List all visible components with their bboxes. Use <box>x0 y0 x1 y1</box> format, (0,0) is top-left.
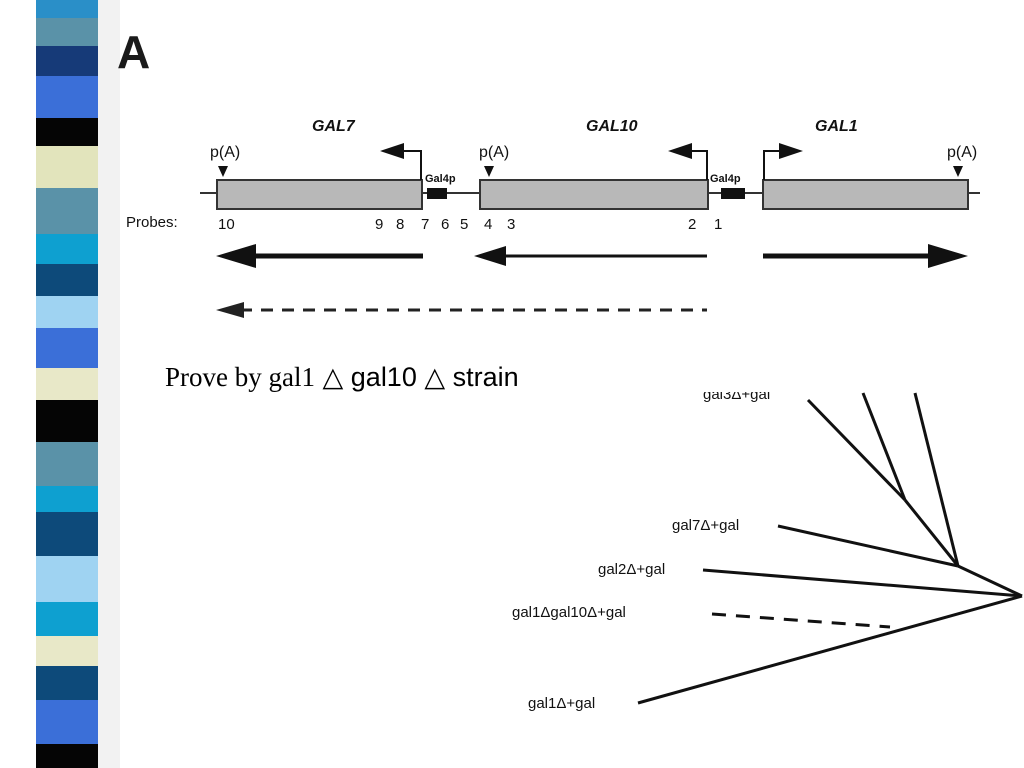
delta-symbol-2: △ <box>424 362 446 392</box>
stripe-band <box>36 700 98 744</box>
panel-letter: A <box>117 26 150 78</box>
probes-label: Probes: <box>126 214 178 231</box>
stripe-band <box>36 328 98 368</box>
gal10-transcript-arrow <box>474 246 707 266</box>
gal7-gal10-readthrough-dashed-arrow <box>216 302 707 318</box>
probe-1: 1 <box>714 216 722 233</box>
stripe-band <box>36 46 98 76</box>
delta-symbol-1: △ <box>322 362 344 392</box>
gal4p-site-left <box>427 188 447 199</box>
caption-text: Prove by gal1 △ gal10 △ strain <box>165 362 519 393</box>
decorative-stripe-border <box>0 0 120 768</box>
stripe-band <box>36 666 98 700</box>
polya-marker-gal10 <box>484 166 494 177</box>
polya-marker-gal1 <box>953 166 963 177</box>
stripe-band <box>36 264 98 296</box>
probe-4: 4 <box>484 216 492 233</box>
clustering-tree <box>637 392 1023 705</box>
probe-8: 8 <box>396 216 404 233</box>
probe-9: 9 <box>375 216 383 233</box>
stripe-band <box>36 400 98 442</box>
gal4p-label-left: Gal4p <box>425 173 456 185</box>
tree-label-top-partial: gal3Δ+gal <box>703 386 770 403</box>
stripe-band <box>36 486 98 512</box>
gal10-gene-box <box>479 179 709 210</box>
gal1-promoter-arrow <box>763 143 803 180</box>
caption-part-2: gal10 <box>350 362 417 392</box>
stripe-band <box>36 146 98 188</box>
stripe-band <box>36 18 98 46</box>
probe-10: 10 <box>218 216 235 233</box>
stripe-band <box>36 118 98 146</box>
gal1-label: GAL1 <box>815 118 858 135</box>
gal7-gene-box <box>216 179 423 210</box>
gal1-transcript-arrow <box>763 244 968 268</box>
gal4p-label-right: Gal4p <box>710 173 741 185</box>
stripe-band <box>36 296 98 328</box>
gal7-transcript-arrow <box>216 244 423 268</box>
stripe-band <box>36 636 98 666</box>
stripe-band <box>36 602 98 636</box>
stripe-band <box>36 76 98 118</box>
tree-label-gal2: gal2Δ+gal <box>598 561 665 578</box>
stripe-band <box>36 368 98 400</box>
tree-label-gal1: gal1Δ+gal <box>528 695 595 712</box>
tree-label-gal1-gal10: gal1Δgal10Δ+gal <box>512 604 626 621</box>
stripe-band <box>36 0 98 18</box>
stripe-band <box>36 512 98 556</box>
polya-label-gal7: p(A) <box>210 144 240 161</box>
tree-label-gal7: gal7Δ+gal <box>672 517 739 534</box>
probe-3: 3 <box>507 216 515 233</box>
probe-6: 6 <box>441 216 449 233</box>
polya-label-gal10: p(A) <box>479 144 509 161</box>
stripe-band <box>36 556 98 602</box>
gal10-promoter-arrow <box>668 143 708 180</box>
polya-label-gal1: p(A) <box>947 144 977 161</box>
probe-2: 2 <box>688 216 696 233</box>
gal10-label: GAL10 <box>586 118 638 135</box>
gal7-label: GAL7 <box>312 118 356 135</box>
caption-part-3: strain <box>452 362 519 392</box>
gal4p-site-right <box>721 188 745 199</box>
gal7-promoter-arrow <box>380 143 422 180</box>
stripe-band <box>36 744 98 768</box>
stripe-band <box>36 442 98 486</box>
stripe-band <box>36 188 98 234</box>
stripe-band <box>36 234 98 264</box>
probe-7: 7 <box>421 216 429 233</box>
polya-marker-gal7 <box>218 166 228 177</box>
probe-5: 5 <box>460 216 468 233</box>
gal1-gene-box <box>762 179 969 210</box>
caption-part-1: Prove by gal1 <box>165 362 315 392</box>
